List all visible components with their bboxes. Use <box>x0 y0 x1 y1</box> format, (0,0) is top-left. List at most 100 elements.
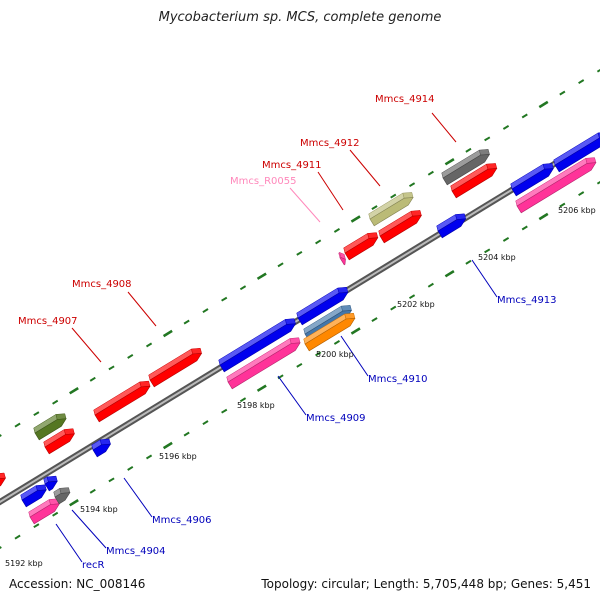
tick-mark <box>427 170 434 176</box>
tick-mark <box>162 441 173 450</box>
gene-feature <box>441 149 491 186</box>
tick-mark <box>350 215 361 223</box>
gene-feature <box>343 232 379 261</box>
gene-feature <box>148 347 203 388</box>
label-leader-line <box>277 375 307 416</box>
gene-feature <box>53 487 71 505</box>
tick-mark <box>484 136 491 142</box>
tick-mark <box>444 269 455 278</box>
tick-mark <box>578 79 585 85</box>
scale-label: 5198 kbp <box>237 401 275 410</box>
gene-feature <box>378 210 422 244</box>
gene-feature <box>91 438 112 458</box>
tick-mark <box>183 431 190 437</box>
tick-mark <box>69 498 79 507</box>
gene-feature <box>226 337 301 390</box>
gene-label: Mmcs_4906 <box>152 515 212 526</box>
scale-label: 5202 kbp <box>397 300 435 309</box>
scale-label: 5194 kbp <box>80 505 118 514</box>
tick-mark <box>333 228 341 233</box>
gene-feature <box>43 428 75 455</box>
tick-mark <box>162 329 173 338</box>
tick-mark <box>465 147 472 153</box>
tick-mark <box>465 259 472 265</box>
gene-label: Mmcs_4907 <box>18 316 78 327</box>
tick-mark <box>145 342 153 348</box>
gene-label: Mmcs_4908 <box>72 279 132 290</box>
tick-mark <box>559 90 566 96</box>
gene-features <box>0 132 600 525</box>
gene-feature <box>303 312 356 352</box>
accession-text: Accession: NC_008146 <box>9 577 146 591</box>
gene-feature <box>515 157 597 214</box>
gene-label: Mmcs_4914 <box>375 94 435 105</box>
scale-label: 5206 kbp <box>558 206 596 215</box>
gene-feature <box>296 286 349 326</box>
tick-mark <box>221 296 228 302</box>
label-leader-line <box>123 477 153 518</box>
tick-mark <box>371 205 378 210</box>
tick-mark <box>52 511 59 517</box>
tick-mark <box>69 386 79 395</box>
label-leader-line <box>71 327 102 363</box>
tick-mark <box>239 397 247 403</box>
tick-mark <box>427 282 434 288</box>
gene-feature <box>436 213 467 239</box>
label-leader-line <box>289 187 321 223</box>
gene-label: Mmcs_4912 <box>300 138 360 149</box>
gene-feature <box>93 380 151 423</box>
label-leader-line <box>127 291 157 327</box>
tick-mark <box>350 327 361 335</box>
label-leader-line <box>317 171 344 211</box>
gene-feature <box>450 163 498 199</box>
label-leader-line <box>349 149 381 187</box>
tick-mark <box>502 236 510 242</box>
gene-feature <box>43 475 58 492</box>
tick-mark <box>145 454 153 460</box>
tick-mark <box>33 523 40 529</box>
gene-feature <box>510 163 554 197</box>
gene-feature <box>0 472 7 487</box>
tick-mark <box>89 488 96 494</box>
tick-mark <box>202 420 209 426</box>
tick-mark <box>521 225 528 231</box>
tick-dots <box>0 68 600 549</box>
gene-feature <box>20 484 47 508</box>
tick-mark <box>315 239 322 245</box>
tick-mark <box>14 422 21 428</box>
tick-mark <box>578 191 585 197</box>
tick-mark <box>183 319 190 325</box>
tick-mark <box>371 317 378 322</box>
gene-feature <box>338 251 346 266</box>
gene-label: Mmcs_4910 <box>368 374 428 385</box>
gene-label: Mmcs_4909 <box>306 413 366 424</box>
tick-mark <box>256 384 267 392</box>
tick-mark <box>239 285 247 291</box>
gene-label: Mmcs_4911 <box>262 160 322 171</box>
label-leader-line <box>431 112 457 143</box>
tick-mark <box>484 248 491 254</box>
gene-label: Mmcs_R0055 <box>230 176 296 187</box>
scale-label: 5196 kbp <box>159 452 197 461</box>
tick-mark <box>256 272 267 280</box>
label-leader-line <box>340 335 369 377</box>
scale-label: 5200 kbp <box>316 350 354 359</box>
tick-mark <box>296 250 303 256</box>
tick-mark <box>390 305 397 311</box>
tick-mark <box>52 399 59 405</box>
tick-mark <box>202 308 209 314</box>
tick-mark <box>108 477 115 483</box>
label-leader-line <box>71 509 107 549</box>
tick-mark <box>89 376 96 382</box>
tick-mark <box>538 212 549 221</box>
genome-summary-text: Topology: circular; Length: 5,705,448 bp… <box>261 577 591 591</box>
map-title: Mycobacterium sp. MCS, complete genome <box>158 10 442 25</box>
tick-mark <box>108 365 115 371</box>
tick-mark <box>33 411 40 417</box>
scale-label: 5204 kbp <box>478 253 516 262</box>
tick-mark <box>315 351 322 357</box>
label-leader-line <box>55 523 83 563</box>
gene-feature <box>33 413 67 441</box>
